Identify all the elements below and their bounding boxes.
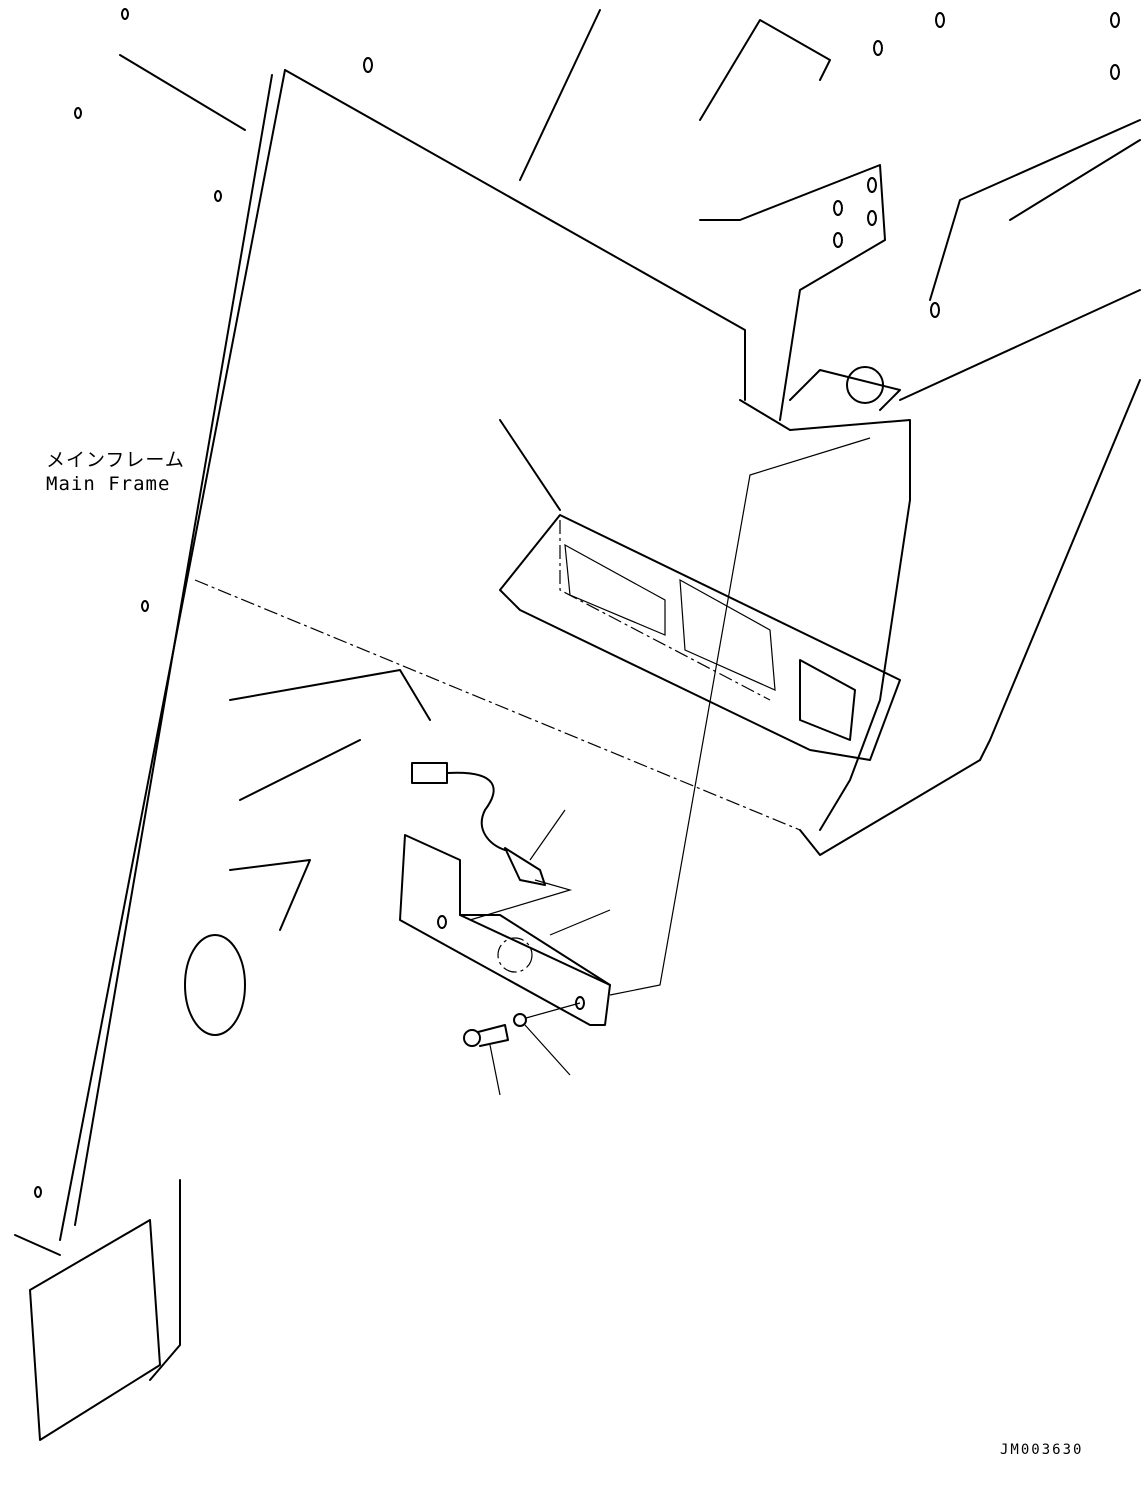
main-frame-panel: [59, 54, 911, 1241]
drawing-code: JM003630: [1000, 1442, 1084, 1458]
holes: [34, 8, 1120, 1198]
connector-icon: [411, 762, 448, 784]
washer-icon: [513, 1013, 527, 1027]
lower-structure: [14, 669, 431, 1441]
main-frame-label-ja: メインフレーム: [46, 449, 185, 471]
upper-structure: [519, 9, 1141, 761]
bolt-washer: [463, 1002, 581, 1096]
bracket: [399, 437, 871, 1026]
main-frame-label-en: Main Frame: [46, 473, 171, 495]
bolt-head-icon: [463, 1029, 481, 1047]
sensor-assembly: [411, 762, 573, 921]
sensor-icon: [504, 847, 546, 886]
component-box: [499, 514, 981, 856]
